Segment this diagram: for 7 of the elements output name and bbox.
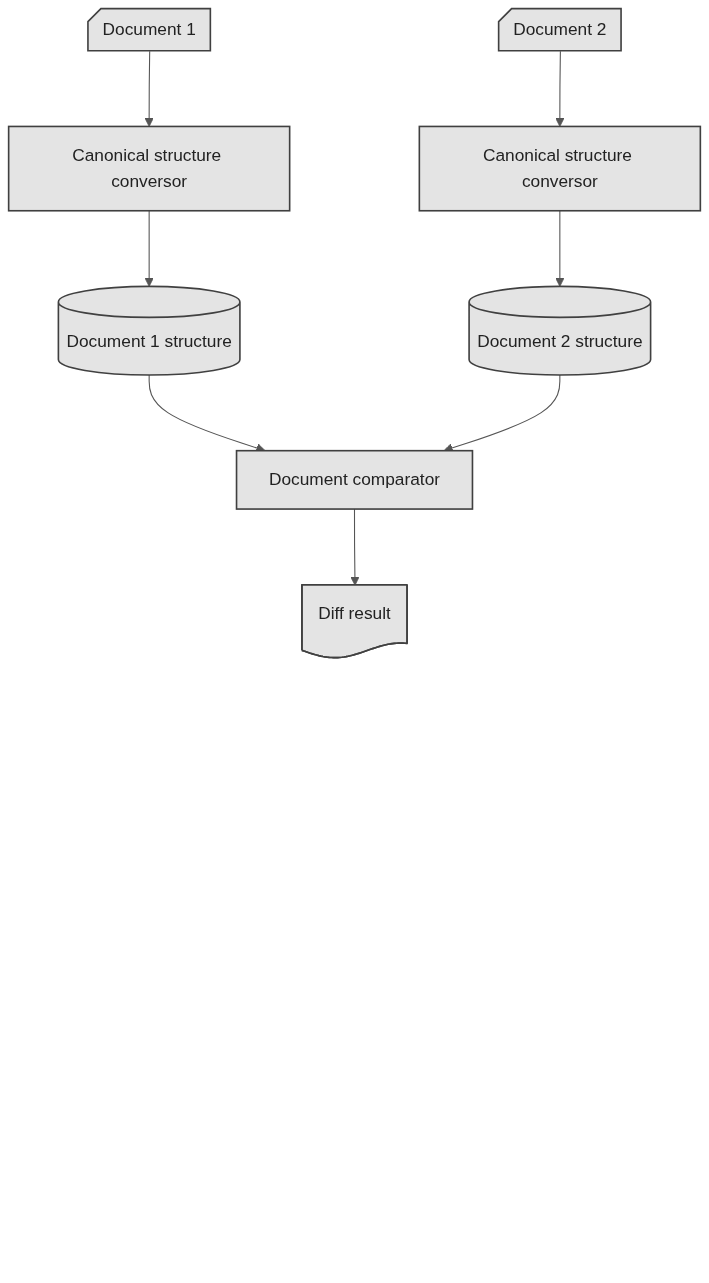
node-box: Document comparator bbox=[235, 449, 474, 510]
node-box: Canonical structure conversor bbox=[418, 125, 702, 212]
arrow bbox=[144, 210, 154, 287]
arrow bbox=[555, 50, 565, 127]
arrow bbox=[555, 210, 565, 287]
node-box: Canonical structure conversor bbox=[7, 125, 291, 212]
arrow bbox=[144, 50, 154, 127]
